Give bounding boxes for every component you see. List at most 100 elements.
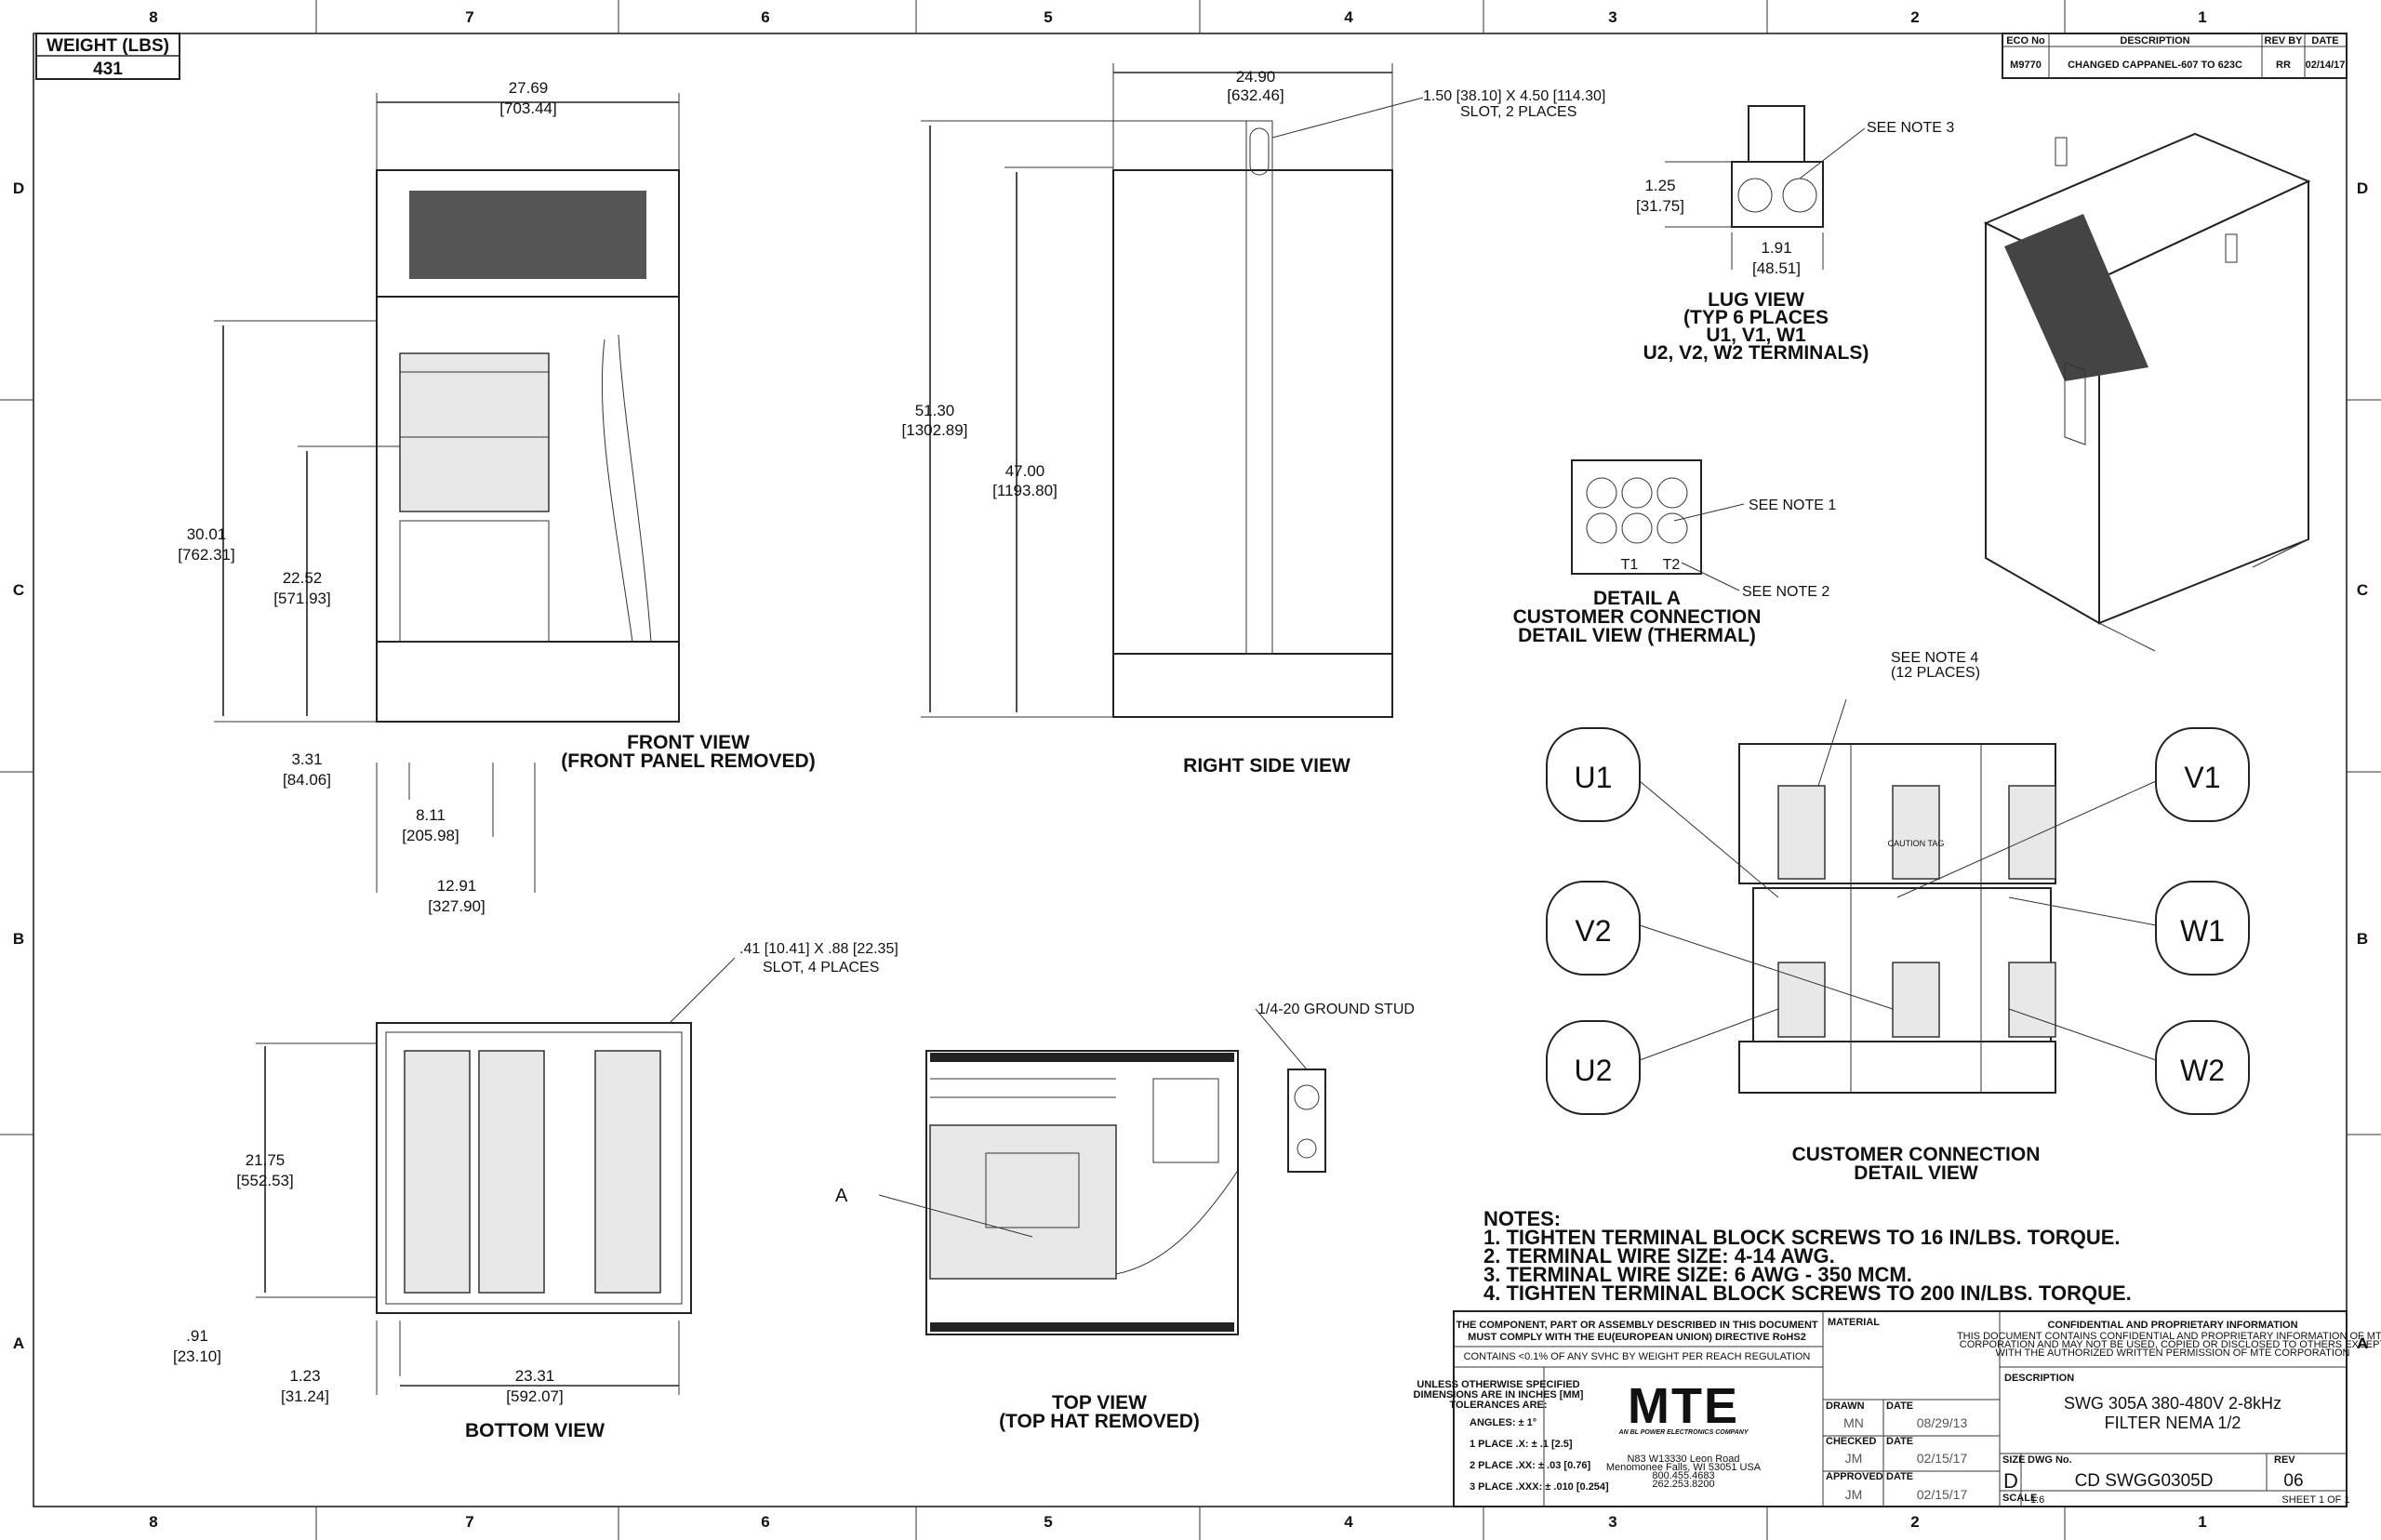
zone-col: 7 bbox=[465, 1513, 473, 1531]
zone-col: 4 bbox=[1344, 8, 1353, 26]
drawing-description: SWG 305A 380-480V 2-8kHz bbox=[2064, 1394, 2281, 1413]
rev-header: ECO No bbox=[2006, 35, 2045, 46]
zone-col: 8 bbox=[149, 8, 157, 26]
checked-date: 02/15/17 bbox=[1917, 1451, 1968, 1466]
date-label: DATE bbox=[1886, 1471, 1913, 1482]
dim-bottom-d2: 1.23 bbox=[289, 1367, 320, 1385]
terminal-w1: W1 bbox=[2180, 914, 2225, 948]
rev-header: REV BY bbox=[2265, 35, 2304, 46]
slot-top-callout: 1.50 [38.10] X 4.50 [114.30] bbox=[1423, 88, 1605, 104]
weight-label: WEIGHT (LBS) bbox=[47, 36, 169, 56]
notes: NOTES: 1. TIGHTEN TERMINAL BLOCK SCREWS … bbox=[1483, 1207, 2132, 1305]
customer-connection-detail: SEE NOTE 4 (12 PLACES) CAUTION TAG U1 V1… bbox=[1546, 650, 2250, 1184]
date-label: DATE bbox=[1886, 1401, 1913, 1412]
dim-bottom-w: 23.31 bbox=[515, 1367, 555, 1385]
zone-row: D bbox=[13, 179, 24, 197]
date-label: DATE bbox=[1886, 1436, 1913, 1447]
dim-side-h2-mm: [1193.80] bbox=[992, 482, 1057, 499]
confidential-text: THIS DOCUMENT CONTAINS CONFIDENTIAL AND … bbox=[1957, 1331, 2381, 1342]
checked-by: JM bbox=[1845, 1451, 1863, 1466]
zone-row: B bbox=[2357, 930, 2368, 948]
weight-box: WEIGHT (LBS) 431 bbox=[35, 33, 180, 80]
weight-value: 431 bbox=[93, 60, 123, 79]
zone-col: 2 bbox=[1910, 1513, 1919, 1531]
terminal-callouts: U1 V1 V2 W1 U2 W2 bbox=[1546, 727, 2250, 1115]
zone-col: 1 bbox=[2198, 8, 2206, 26]
tolerance-1-place: 1 PLACE .X: ± .1 [2.5] bbox=[1470, 1439, 1573, 1450]
top-view-title: TOP VIEW bbox=[1052, 1392, 1147, 1414]
dim-front-d1-mm: [84.06] bbox=[283, 771, 331, 789]
customer-detail-title: CUSTOMER CONNECTION bbox=[1792, 1144, 2041, 1165]
isometric-view bbox=[1983, 132, 2311, 652]
description-label: DESCRIPTION bbox=[2004, 1373, 2074, 1384]
dim-bottom-w-mm: [592.07] bbox=[506, 1387, 563, 1405]
drawing-size: D bbox=[2003, 1469, 2018, 1493]
dim-front-d2-mm: [205.98] bbox=[402, 827, 459, 844]
note-item: 4. TIGHTEN TERMINAL BLOCK SCREWS TO 200 … bbox=[1483, 1281, 2132, 1305]
rev-label: REV bbox=[2274, 1454, 2295, 1466]
zone-col: 7 bbox=[465, 8, 473, 26]
detail-a: T1 T2 SEE NOTE 1 SEE NOTE 2 DETAIL A CUS… bbox=[1513, 459, 1836, 646]
note-item: 1. TIGHTEN TERMINAL BLOCK SCREWS TO 16 I… bbox=[1483, 1226, 2121, 1249]
note-item: 2. TERMINAL WIRE SIZE: 4-14 AWG. bbox=[1483, 1244, 1835, 1268]
notes-title: NOTES: bbox=[1483, 1207, 1561, 1230]
dim-front-h2-mm: [571.93] bbox=[273, 590, 330, 607]
drawing-description: FILTER NEMA 1/2 bbox=[2105, 1414, 2241, 1432]
zone-row: B bbox=[13, 930, 24, 948]
revision-block: ECO No DESCRIPTION REV BY DATE M9770 CHA… bbox=[2002, 33, 2348, 79]
top-view-subtitle: (TOP HAT REMOVED) bbox=[999, 1411, 1200, 1432]
dim-lug-w: 1.91 bbox=[1761, 239, 1791, 257]
drawn-label: DRAWN bbox=[1826, 1401, 1865, 1412]
dim-side-width-mm: [632.46] bbox=[1227, 86, 1284, 104]
terminal-v2: V2 bbox=[1575, 914, 1611, 948]
t2-label: T2 bbox=[1663, 557, 1681, 573]
tolerance-2-place: 2 PLACE .XX: ± .03 [0.76] bbox=[1470, 1460, 1590, 1471]
note-item: 3. TERMINAL WIRE SIZE: 6 AWG - 350 MCM. bbox=[1483, 1263, 1912, 1286]
dwg-label: DWG No. bbox=[2028, 1454, 2072, 1466]
zone-col: 1 bbox=[2198, 1513, 2206, 1531]
bottom-view-title: BOTTOM VIEW bbox=[465, 1420, 605, 1441]
confidential-title: CONFIDENTIAL AND PROPRIETARY INFORMATION bbox=[2047, 1320, 2297, 1331]
lug-view-line: U1, V1, W1 bbox=[1706, 325, 1806, 346]
tolerance-header: DIMENSIONS ARE IN INCHES [MM] bbox=[1414, 1389, 1584, 1401]
scale-label: SCALE bbox=[2002, 1493, 2037, 1504]
tolerance-angles: ANGLES: ± 1° bbox=[1470, 1417, 1536, 1428]
lug-view-title: LUG VIEW bbox=[1708, 289, 1804, 311]
caution-tag: CAUTION TAG bbox=[1888, 839, 1945, 848]
address-line: N83 W13330 Leon Road bbox=[1627, 1454, 1739, 1465]
dim-side-h1: 51.30 bbox=[915, 402, 955, 419]
rev-eco: M9770 bbox=[2010, 60, 2042, 71]
dim-front-h1: 30.01 bbox=[187, 525, 227, 543]
dim-bottom-d2-mm: [31.24] bbox=[281, 1387, 329, 1405]
dim-bottom-h-mm: [552.53] bbox=[236, 1172, 293, 1189]
dim-front-h1-mm: [762.31] bbox=[178, 546, 234, 564]
approved-by: JM bbox=[1845, 1487, 1863, 1502]
dim-front-d3: 12.91 bbox=[437, 877, 477, 895]
rohs-notice: MUST COMPLY WITH THE EU(EUROPEAN UNION) … bbox=[1468, 1332, 1806, 1343]
rev-description: CHANGED CAPPANEL-607 TO 623C bbox=[2068, 60, 2242, 71]
mte-logo: MTE bbox=[1628, 1378, 1739, 1434]
dim-bottom-h: 21.75 bbox=[246, 1151, 286, 1169]
zone-row: D bbox=[2357, 179, 2368, 197]
dim-front-d3-mm: [327.90] bbox=[428, 897, 485, 915]
checked-label: CHECKED bbox=[1826, 1436, 1876, 1447]
lug-view-line: U2, V2, W2 TERMINALS) bbox=[1643, 342, 1869, 364]
zone-row: C bbox=[13, 581, 24, 599]
zone-col: 6 bbox=[761, 8, 769, 26]
front-view-title: FRONT VIEW bbox=[627, 732, 750, 753]
confidential-text: WITH THE AUTHORIZED WRITTEN PERMISSION O… bbox=[1996, 1348, 2350, 1359]
see-note-2: SEE NOTE 2 bbox=[1742, 584, 1829, 600]
confidential-text: CORPORATION AND MAY NOT BE USED, COPIED … bbox=[1960, 1339, 2381, 1350]
zone-col: 2 bbox=[1910, 8, 1919, 26]
zone-row: A bbox=[13, 1334, 24, 1352]
dim-front-d2: 8.11 bbox=[416, 806, 446, 824]
dim-side-h1-mm: [1302.89] bbox=[902, 421, 968, 439]
zone-col: 4 bbox=[1344, 1513, 1353, 1531]
right-side-view: 24.90 [632.46] 51.30 [1302.89] 47.00 [11… bbox=[902, 63, 1605, 777]
slot-top-callout-qty: SLOT, 2 PLACES bbox=[1460, 104, 1576, 120]
bottom-view: .41 [10.41] X .88 [22.35] SLOT, 4 PLACES… bbox=[173, 941, 898, 1441]
size-label: SIZE bbox=[2002, 1454, 2025, 1466]
zone-row: C bbox=[2357, 581, 2368, 599]
